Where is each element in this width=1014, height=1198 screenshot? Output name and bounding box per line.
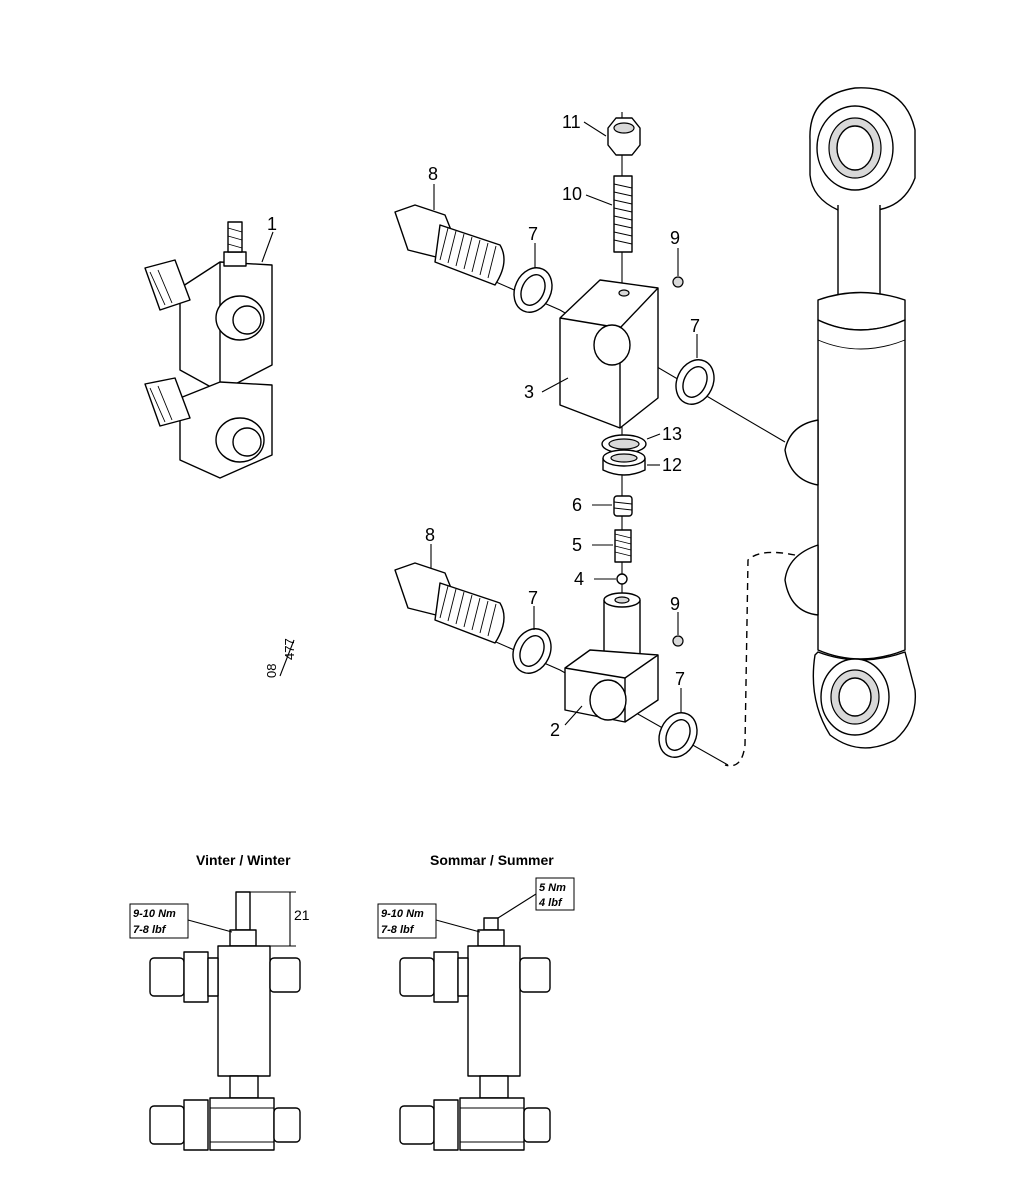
summer-cap-torque-lbf: 4 lbf bbox=[538, 897, 563, 909]
callout-4: 4 bbox=[574, 569, 584, 589]
spring-5 bbox=[614, 529, 632, 563]
valve-block-2 bbox=[564, 592, 659, 723]
callout-13: 13 bbox=[662, 424, 682, 444]
winter-torque-label: 9-10 Nm 7-8 lbf bbox=[129, 903, 233, 939]
callout-9b: 9 bbox=[670, 594, 680, 614]
fitting-8-upper bbox=[394, 204, 505, 286]
callout-1: 1 bbox=[267, 214, 277, 234]
summer-torque-nm: 9-10 Nm bbox=[381, 908, 424, 920]
winter-torque-nm: 9-10 Nm bbox=[133, 908, 176, 920]
callout-5: 5 bbox=[572, 535, 582, 555]
drawing-ref-top: 08 bbox=[264, 664, 279, 678]
valve-seat-12 bbox=[602, 449, 646, 476]
valve-block-3 bbox=[559, 279, 659, 429]
summer-valve-view bbox=[399, 917, 551, 1151]
plug-9-upper bbox=[672, 276, 684, 288]
summer-title: Sommar / Summer bbox=[430, 852, 554, 868]
adjuster-6 bbox=[613, 495, 633, 517]
seal-ring-13 bbox=[601, 434, 647, 454]
callout-7c: 7 bbox=[528, 588, 538, 608]
callout-7a: 7 bbox=[528, 224, 538, 244]
callout-10: 10 bbox=[562, 184, 582, 204]
washer-7-upper-right bbox=[675, 359, 715, 405]
callout-12: 12 bbox=[662, 455, 682, 475]
summer-torque-lbf: 7-8 lbf bbox=[381, 924, 415, 936]
callout-8a: 8 bbox=[428, 164, 438, 184]
drawing-reference: 08 477 bbox=[264, 638, 297, 678]
callout-6: 6 bbox=[572, 495, 582, 515]
assembled-valve bbox=[144, 221, 273, 479]
winter-valve-view bbox=[149, 891, 301, 1151]
washer-7-lower-right bbox=[658, 712, 698, 758]
summer-cap-torque-nm: 5 Nm bbox=[539, 882, 566, 894]
hydraulic-cylinder bbox=[784, 87, 917, 749]
callout-7d: 7 bbox=[675, 669, 685, 689]
axis-line-upper bbox=[479, 274, 786, 443]
callout-8b: 8 bbox=[425, 525, 435, 545]
nut-11 bbox=[607, 117, 641, 156]
set-screw-10 bbox=[613, 175, 633, 253]
hose-line bbox=[724, 551, 796, 767]
drawing-ref-bottom: 477 bbox=[282, 638, 297, 660]
callout-3: 3 bbox=[524, 382, 534, 402]
summer-cap-torque-label: 5 Nm 4 lbf bbox=[497, 877, 575, 919]
callout-9a: 9 bbox=[670, 228, 680, 248]
washer-7-upper-left bbox=[513, 267, 553, 313]
plug-9-lower bbox=[672, 635, 684, 647]
washer-7-lower-left bbox=[512, 628, 552, 674]
winter-dimension: 21 bbox=[294, 907, 310, 923]
callout-2: 2 bbox=[550, 720, 560, 740]
callout-11: 11 bbox=[562, 112, 581, 132]
fitting-8-lower bbox=[394, 562, 505, 644]
winter-title: Vinter / Winter bbox=[196, 852, 291, 868]
callout-7b: 7 bbox=[690, 316, 700, 336]
winter-torque-lbf: 7-8 lbf bbox=[133, 924, 167, 936]
summer-torque-label: 9-10 Nm 7-8 lbf bbox=[377, 903, 481, 939]
ball-4 bbox=[616, 573, 628, 585]
